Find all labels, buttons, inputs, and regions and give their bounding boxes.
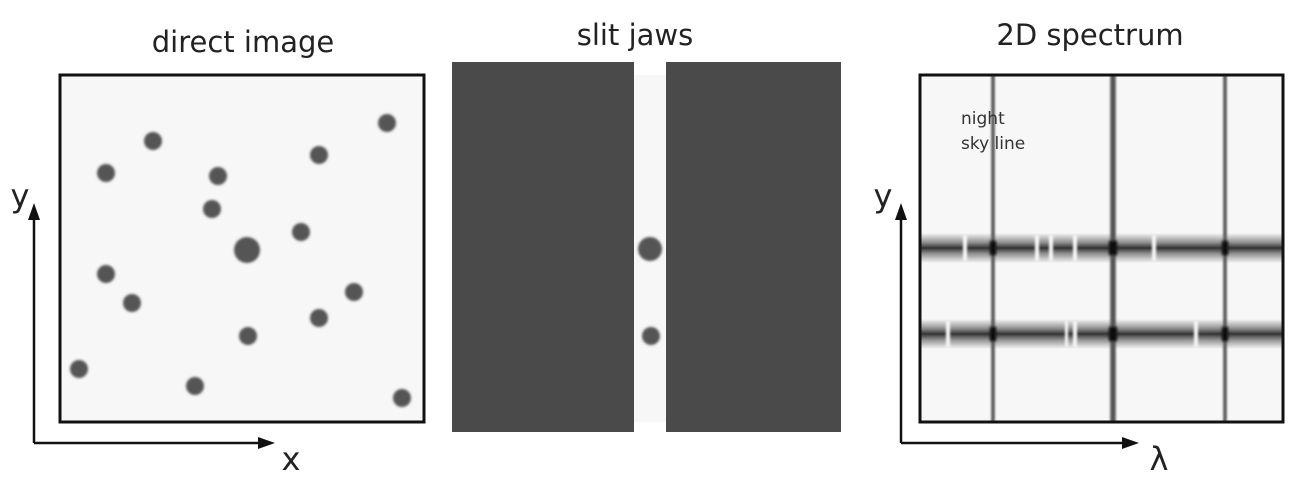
star <box>123 294 141 312</box>
line-trace-intersection <box>1109 327 1117 341</box>
spectrum-x-label: λ <box>1150 440 1169 478</box>
absorption-line <box>1065 321 1068 347</box>
line-trace-intersection <box>990 327 996 341</box>
star <box>234 237 260 263</box>
spectrum-panel: 2D spectrum <box>874 18 1285 478</box>
star <box>378 114 396 132</box>
sky-line-annotation-2: sky line <box>961 134 1025 154</box>
direct-image-panel: direct image <box>11 25 426 478</box>
star <box>203 200 221 218</box>
star <box>345 283 363 301</box>
slit-jaws-panel: slit jaws <box>452 18 841 432</box>
direct-image-x-label: x <box>282 440 301 478</box>
sky-line-annotation-1: night <box>961 109 1005 129</box>
star <box>310 146 328 164</box>
star <box>393 389 411 407</box>
star <box>292 223 310 241</box>
spectral-trace <box>920 233 1283 263</box>
star <box>97 265 115 283</box>
absorption-line <box>963 235 967 261</box>
spectral-trace <box>920 319 1283 349</box>
star <box>97 164 115 182</box>
star-in-slit <box>638 237 662 261</box>
spectrum-title: 2D spectrum <box>996 18 1183 52</box>
right-slit-jaw <box>666 62 841 432</box>
absorption-line <box>1035 235 1039 261</box>
star <box>209 167 227 185</box>
x-axis-arrowhead <box>258 437 275 449</box>
absorption-line <box>1073 235 1077 261</box>
star <box>144 132 162 150</box>
star <box>70 360 88 378</box>
line-trace-intersection <box>1109 241 1117 255</box>
star-field <box>70 114 411 407</box>
absorption-line <box>1073 321 1077 347</box>
absorption-line <box>946 321 950 347</box>
spectrum-y-axis-arrowhead <box>895 203 907 220</box>
absorption-line <box>1049 235 1053 261</box>
line-trace-intersection <box>1222 327 1228 341</box>
star <box>310 309 328 327</box>
direct-image-title: direct image <box>152 25 334 59</box>
star <box>186 377 204 395</box>
spectrum-x-axis-arrowhead <box>1122 437 1139 449</box>
direct-image-y-label: y <box>11 177 30 215</box>
line-trace-intersection <box>990 241 996 255</box>
line-trace-intersection <box>1222 241 1228 255</box>
direct-image-axes <box>32 216 262 445</box>
left-slit-jaw <box>452 62 634 432</box>
spectrum-y-label: y <box>874 177 893 215</box>
absorption-line <box>1152 235 1156 261</box>
y-axis-arrowhead <box>28 203 40 220</box>
slit-jaws-title: slit jaws <box>577 18 693 52</box>
absorption-line <box>1194 321 1198 347</box>
star <box>239 327 257 345</box>
star-in-slit <box>642 327 660 345</box>
spectrum-frame <box>918 73 1285 424</box>
